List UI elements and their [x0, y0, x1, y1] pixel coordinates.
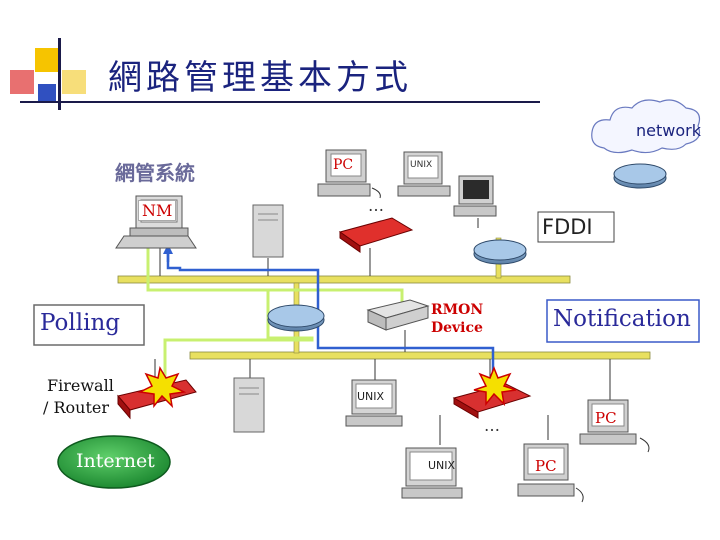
ellipsis-top: …	[368, 196, 384, 215]
top-unix-icon	[397, 151, 451, 197]
top-bus	[117, 275, 571, 284]
nms-label: 網管系統	[115, 161, 195, 185]
bottom-unix-icon	[401, 447, 463, 499]
firewall-label-line1: Firewall	[47, 376, 114, 395]
notification-label: Notification	[553, 306, 691, 332]
router-mid-icon	[267, 304, 325, 332]
polling-label: Polling	[40, 310, 120, 336]
network-cloud-icon	[591, 99, 701, 154]
unix-mid-label: UNIX	[357, 390, 385, 403]
top-hub-icon	[338, 217, 414, 253]
explosion-icon-2	[473, 365, 517, 407]
explosion-icon	[137, 365, 187, 409]
polling-line	[146, 248, 314, 380]
notification-line	[166, 247, 495, 378]
rmon-label: RMON	[431, 302, 484, 318]
unix-bottom-label: UNIX	[428, 459, 456, 472]
right-workstation-icon	[453, 175, 497, 217]
fddi-label: FDDI	[542, 215, 593, 239]
polling-line-2	[268, 288, 404, 305]
pc-top-label: PC	[333, 157, 354, 173]
network-label: network	[636, 121, 701, 140]
internet-label: Internet	[76, 450, 155, 472]
device-label: Device	[431, 320, 483, 336]
bottom-bus	[189, 351, 651, 360]
unix-top-label: UNIX	[410, 160, 433, 170]
corner-decoration	[0, 0, 540, 110]
notification-box	[546, 299, 700, 343]
bottom-hub-icon	[452, 365, 532, 419]
top-pc-icon	[317, 149, 381, 199]
server-icon	[252, 204, 284, 258]
internet-icon	[57, 435, 171, 489]
bottom-server-icon	[233, 377, 265, 433]
ellipsis-bottom: …	[484, 416, 500, 435]
firewall-icon	[117, 365, 197, 420]
router-fddi-icon	[473, 239, 527, 265]
fddi-box	[537, 211, 615, 243]
firewall-label-line2: / Router	[43, 398, 110, 417]
rmon-device-icon	[366, 299, 430, 331]
mid-unix-icon	[345, 379, 403, 427]
pc-right-label: PC	[595, 409, 617, 427]
polling-box	[33, 304, 145, 346]
pc-bottom-label: PC	[535, 457, 557, 475]
right-pc-icon	[579, 399, 650, 453]
nm-label: NM	[138, 200, 177, 221]
router-top-icon	[613, 163, 667, 189]
page-title: 網路管理基本方式	[108, 58, 412, 98]
bottom-pc-icon	[517, 443, 584, 503]
